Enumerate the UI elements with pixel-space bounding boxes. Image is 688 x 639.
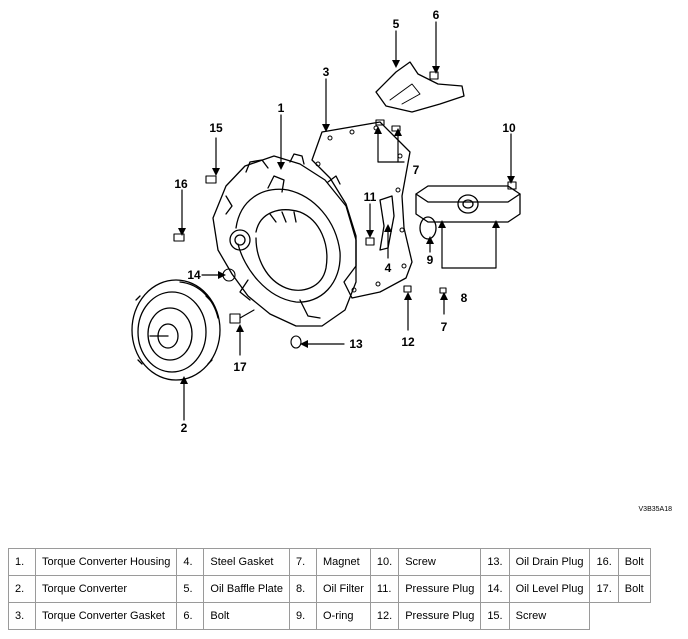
torque-converter-part [131,279,221,381]
o-ring-part [419,216,437,240]
legend-label: Torque Converter Housing [34,548,178,576]
callout-1: 1 [278,101,285,115]
legend-label: Bolt [617,575,651,603]
fasteners [173,71,517,349]
callout-17: 17 [233,360,247,374]
legend-number: 17. [589,575,619,603]
callout-8: 8 [461,291,468,305]
legend-number: 6. [176,602,205,630]
legend-number: 2. [8,575,36,603]
callout-labels: 1 2 3 4 5 6 7 7 8 9 10 11 12 13 14 15 16… [174,8,516,435]
callout-7-magnet-top: 7 [413,163,420,177]
callout-3: 3 [323,65,330,79]
callout-2: 2 [181,421,188,435]
oil-filter-part [415,185,521,223]
legend-label: Screw [398,548,482,576]
legend-number: 11. [369,575,400,603]
legend-number: 1. [8,548,36,576]
leader-arrowheads [178,60,515,384]
callout-10: 10 [502,121,516,135]
callout-4: 4 [385,261,392,275]
legend-label: Steel Gasket [203,548,290,576]
oil-baffle-plate-part [375,61,465,113]
legend-label: Bolt [617,548,651,576]
parts-legend-table: 1. Torque Converter Housing 4. Steel Gas… [8,548,651,630]
torque-converter-housing-part [212,153,357,327]
legend-label: Magnet [315,548,371,576]
legend-row: 3. Torque Converter Gasket 6. Bolt 9. O-… [8,602,651,630]
callout-14: 14 [187,268,201,282]
legend-label: Screw [508,602,591,630]
legend-row: 2. Torque Converter 5. Oil Baffle Plate … [8,575,651,603]
legend-label: Pressure Plug [398,575,482,603]
legend-number: 8. [288,575,317,603]
legend-number: 7. [288,548,317,576]
legend-number: 15. [480,602,510,630]
callout-6: 6 [433,8,440,22]
callout-9: 9 [427,253,434,267]
legend-label: Oil Drain Plug [508,548,591,576]
legend-number: 12. [369,602,400,630]
callout-12: 12 [401,335,415,349]
legend-number: 3. [8,602,36,630]
leader-lines [181,21,512,421]
legend-number: 16. [589,548,619,576]
legend-number: 5. [176,575,205,603]
steel-gasket-part [379,195,395,251]
legend-label: Oil Filter [315,575,371,603]
legend-label: Pressure Plug [398,602,482,630]
legend-label: Torque Converter Gasket [34,602,178,630]
legend-number: 14. [480,575,510,603]
legend-label: Oil Level Plug [508,575,591,603]
callout-16: 16 [174,177,188,191]
legend-label: Bolt [203,602,290,630]
figure-reference-code: V3B35A18 [639,506,673,513]
gasket-bolt-holes [315,125,407,293]
callout-7-magnet-bottom: 7 [441,320,448,334]
legend-number: 4. [176,548,205,576]
callout-13: 13 [349,337,363,351]
legend-row: 1. Torque Converter Housing 4. Steel Gas… [8,548,651,576]
legend-label: O-ring [315,602,371,630]
torque-converter-gasket-part [311,121,413,299]
callout-15: 15 [209,121,223,135]
legend-number: 9. [288,602,317,630]
legend-label: Torque Converter [34,575,178,603]
legend-number: 10. [369,548,400,576]
callout-5: 5 [393,17,400,31]
legend-label: Oil Baffle Plate [203,575,290,603]
callout-11: 11 [364,190,377,204]
legend-number: 13. [480,548,510,576]
legend-empty-cell [590,603,650,630]
exploded-view-diagram: 1 2 3 4 5 6 7 7 8 9 10 11 12 13 14 15 16… [131,8,673,513]
